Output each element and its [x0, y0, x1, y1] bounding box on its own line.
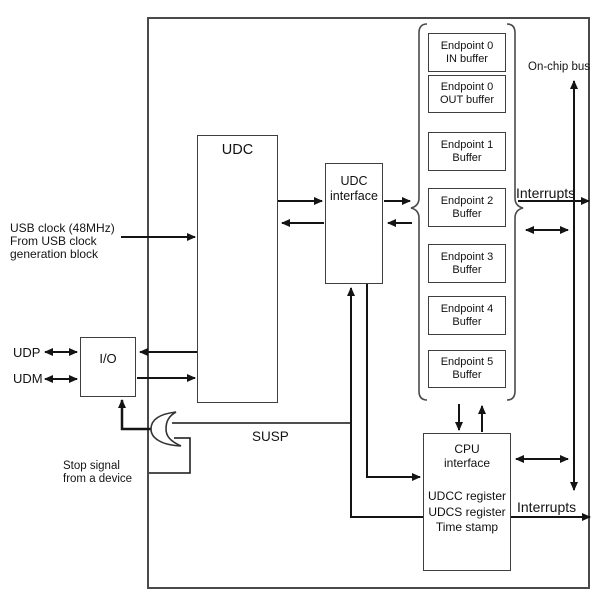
io-block: I/O — [80, 337, 136, 397]
usb-clock-label: USB clock (48MHz) From USB clock generat… — [10, 221, 115, 261]
endpoint0-out-buffer-box: Endpoint 0 OUT buffer — [428, 75, 506, 113]
endpoint1-buffer-box: Endpoint 1 Buffer — [428, 132, 506, 171]
cpu-interface-block: CPU interface UDCC register UDCS registe… — [423, 433, 511, 571]
udc-block-label: UDC — [221, 142, 254, 158]
interrupts-top-label: Interrupts — [516, 185, 576, 201]
interrupts-bottom-label: Interrupts — [517, 499, 577, 515]
endpoint5-buffer-box: Endpoint 5 Buffer — [428, 350, 506, 388]
stop-signal-label: Stop signal from a device — [63, 460, 133, 485]
endpoint2-buffer-box: Endpoint 2 Buffer — [428, 188, 506, 227]
endpoint3-buffer-box: Endpoint 3 Buffer — [428, 244, 506, 283]
cpu-interface-registers: UDCC register UDCS register Time stamp — [427, 489, 506, 534]
udc-block: UDC — [197, 135, 278, 403]
endpoint0-in-buffer-box: Endpoint 0 IN buffer — [428, 33, 506, 72]
on-chip-bus-label: On-chip bus — [528, 61, 591, 73]
susp-label: SUSP — [252, 429, 289, 444]
endpoint4-buffer-box: Endpoint 4 Buffer — [428, 296, 506, 335]
udm-label: UDM — [13, 371, 43, 386]
io-block-label: I/O — [99, 351, 117, 366]
udc-interface-block: UDC interface — [325, 163, 383, 284]
cpu-interface-title: CPU interface — [443, 442, 491, 470]
udc-interface-label: UDC interface — [330, 174, 378, 203]
udp-label: UDP — [13, 345, 41, 360]
